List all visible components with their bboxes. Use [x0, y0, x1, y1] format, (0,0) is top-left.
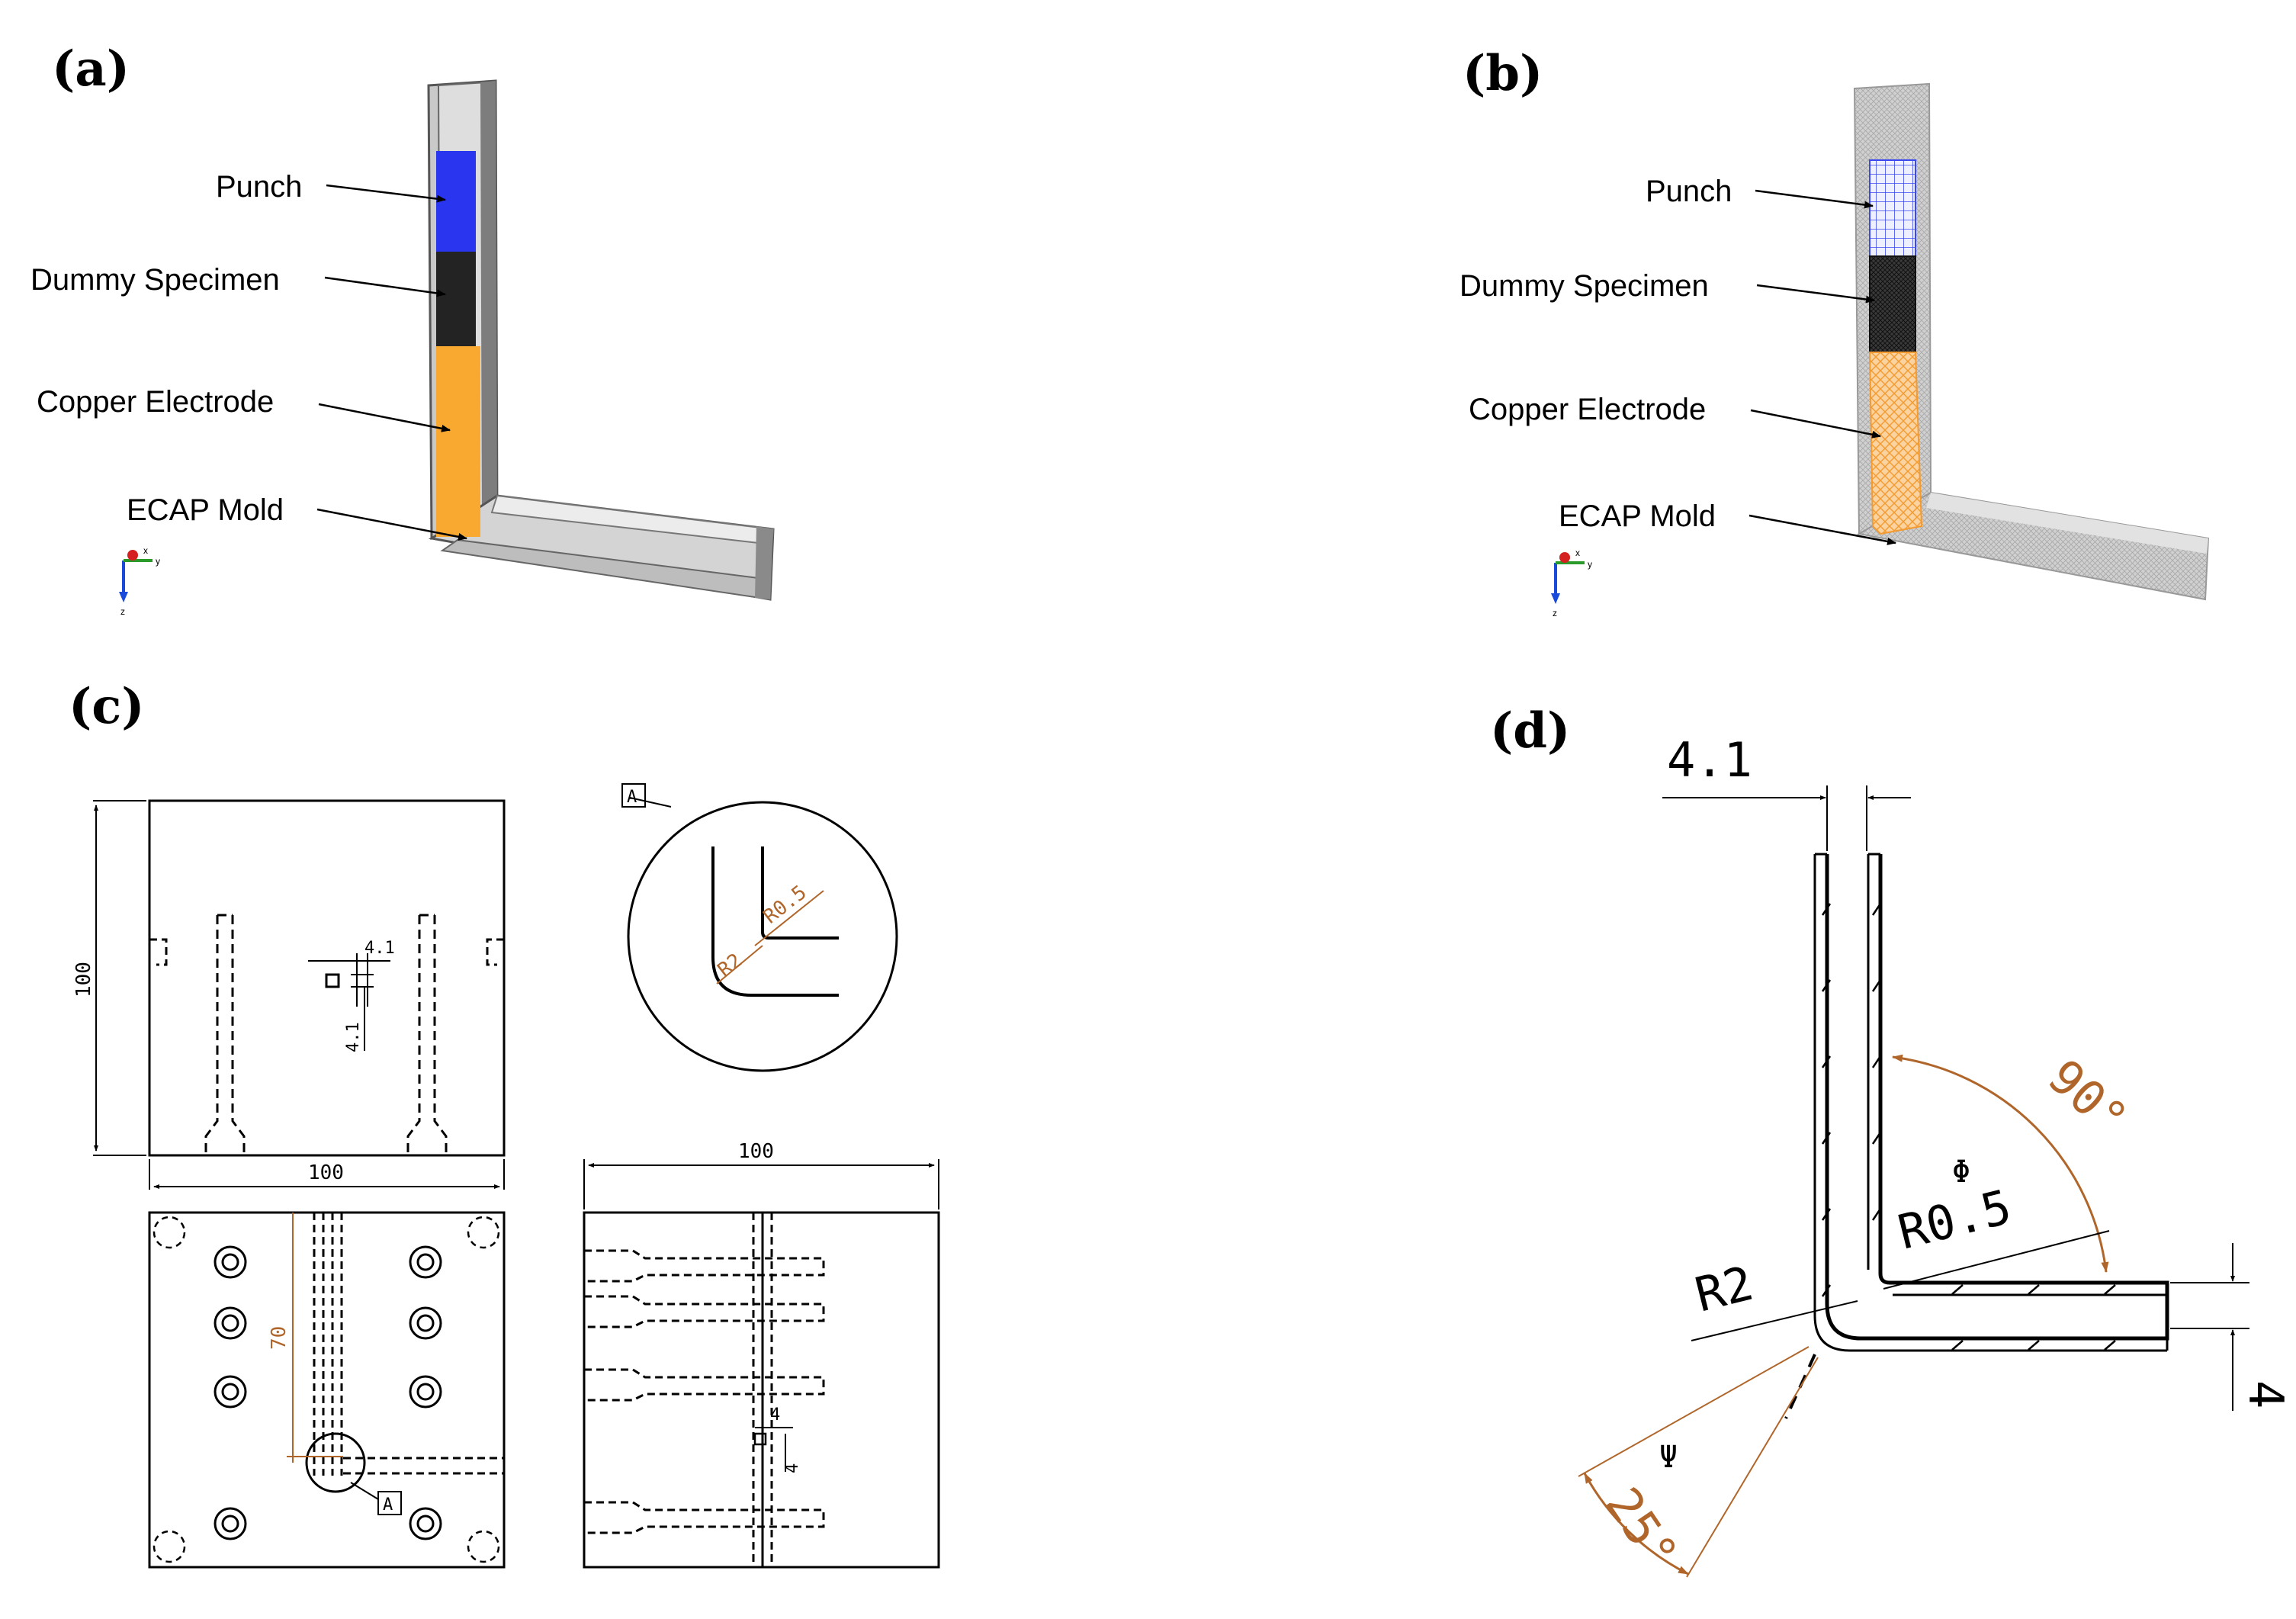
panel-a: (a) Punch Dummy Specimen Copper Electrod…	[31, 40, 775, 617]
detail-tag-a-2: A	[383, 1495, 393, 1515]
triad-x-a: x	[143, 545, 148, 556]
leader-copper-b	[1750, 409, 1881, 438]
dim-side-4-h: 4	[770, 1405, 780, 1425]
leader-mold-b	[1748, 514, 1896, 545]
drawing-side-view	[583, 1211, 940, 1569]
dim-dist-70: 70	[268, 1326, 291, 1350]
punch-mesh	[1869, 159, 1916, 257]
panel-c-letter: (c)	[69, 678, 145, 735]
dummy-specimen-part	[436, 252, 476, 346]
label-punch-a: Punch	[216, 170, 302, 204]
detail-r2: R2	[714, 949, 747, 982]
leader-dummy-a	[324, 276, 446, 297]
label-mold-a: ECAP Mold	[127, 493, 284, 527]
leader-punch-b	[1755, 189, 1874, 209]
panel-b-letter: (b)	[1463, 45, 1543, 102]
angle-25-arc	[1583, 1473, 1689, 1576]
triad-y-b: y	[1588, 559, 1592, 570]
dim-channel-41-v: 4.1	[344, 1022, 363, 1052]
triad-z-b: z	[1553, 608, 1557, 618]
channel-section-drawing	[1784, 853, 2169, 1419]
label-mold-b: ECAP Mold	[1559, 500, 1716, 533]
radius-r2-label: R2	[1690, 1255, 1758, 1323]
dim-width-100-top: 100	[308, 1161, 344, 1184]
label-dummy-b: Dummy Specimen	[1459, 269, 1709, 303]
leader-punch-a	[326, 184, 446, 203]
panel-d-letter: (d)	[1490, 702, 1570, 760]
angle-25-label: 25°	[1595, 1478, 1689, 1580]
dim-width-100-right: 100	[738, 1140, 774, 1163]
copper-electrode-mesh	[1868, 352, 1923, 535]
psi-ext-line-1	[1578, 1346, 1810, 1477]
panel-c: (c) 4.1 4.1 100 100	[69, 678, 940, 1569]
dim-thickness-4: 4	[2238, 1380, 2294, 1409]
dim-height-100: 100	[72, 962, 95, 997]
label-punch-b: Punch	[1646, 175, 1732, 208]
psi-symbol: Ψ	[1659, 1440, 1678, 1475]
drawing-plan-view	[148, 1211, 506, 1569]
panel-d: (d) 4.1 90° Φ R0.5 R2	[1490, 702, 2294, 1579]
panel-b: (b) Punch Dummy Specimen Copper Electrod…	[1459, 45, 2210, 618]
label-copper-b: Copper Electrode	[1469, 393, 1706, 426]
dim-side-4-v: 4	[783, 1463, 802, 1473]
copper-electrode-part	[436, 346, 480, 537]
r05-leader	[1883, 1230, 2110, 1290]
dim-thickness-4-marks	[2170, 1243, 2249, 1411]
dummy-specimen-mesh	[1869, 255, 1916, 353]
detail-a-view	[621, 783, 898, 1072]
triad-z-a: z	[120, 606, 125, 617]
label-copper-a: Copper Electrode	[37, 385, 274, 419]
triad-x-b: x	[1575, 548, 1580, 558]
leader-mold-a	[316, 508, 467, 541]
detail-tag-a: A	[627, 788, 637, 807]
triad-y-a: y	[156, 556, 160, 567]
angle-90-arc	[1892, 1054, 2109, 1273]
leader-dummy-b	[1756, 284, 1875, 304]
phi-symbol: Φ	[1952, 1155, 1970, 1190]
drawing-top-view	[148, 799, 506, 1157]
punch-part	[436, 151, 476, 252]
dim-width-41-marks	[1662, 785, 1911, 851]
leader-copper-a	[318, 403, 451, 432]
angle-90-label: 90°	[2037, 1049, 2138, 1147]
label-dummy-a: Dummy Specimen	[31, 263, 280, 297]
axis-triad-a: x y z	[119, 545, 160, 617]
r2-leader	[1691, 1300, 1858, 1341]
radius-r05-label: R0.5	[1893, 1179, 2017, 1261]
panel-a-letter: (a)	[52, 40, 130, 98]
dim-width-41: 4.1	[1667, 732, 1752, 788]
dim-channel-41-h: 4.1	[364, 939, 395, 958]
psi-ext-line-2	[1686, 1357, 1819, 1578]
axis-triad-b: x y z	[1551, 548, 1592, 618]
